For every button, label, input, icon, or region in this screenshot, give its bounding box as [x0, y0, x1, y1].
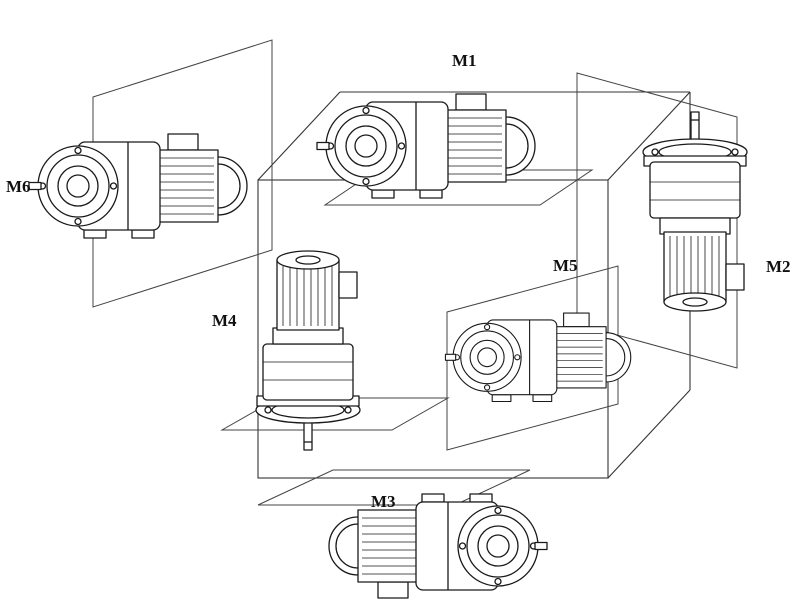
label-m1: M1	[452, 51, 477, 70]
gearmotor-m6-drawing	[28, 133, 248, 239]
label-m4: M4	[212, 311, 237, 330]
gearmotor-m3-drawing	[328, 493, 548, 599]
label-m6: M6	[6, 177, 31, 196]
gearmotor-m1-drawing	[316, 93, 536, 199]
label-m5: M5	[553, 256, 578, 275]
mounting-plane-m2	[576, 72, 738, 369]
gearmotor-m4-drawing	[255, 250, 361, 451]
mounting-plane-m3	[257, 469, 531, 506]
mounting-plane-m5	[446, 265, 619, 451]
label-m3: M3	[371, 492, 396, 511]
gearmotor-m5-drawing	[444, 312, 632, 403]
label-m2: M2	[766, 257, 791, 276]
gearmotor-m2-drawing	[642, 111, 748, 312]
